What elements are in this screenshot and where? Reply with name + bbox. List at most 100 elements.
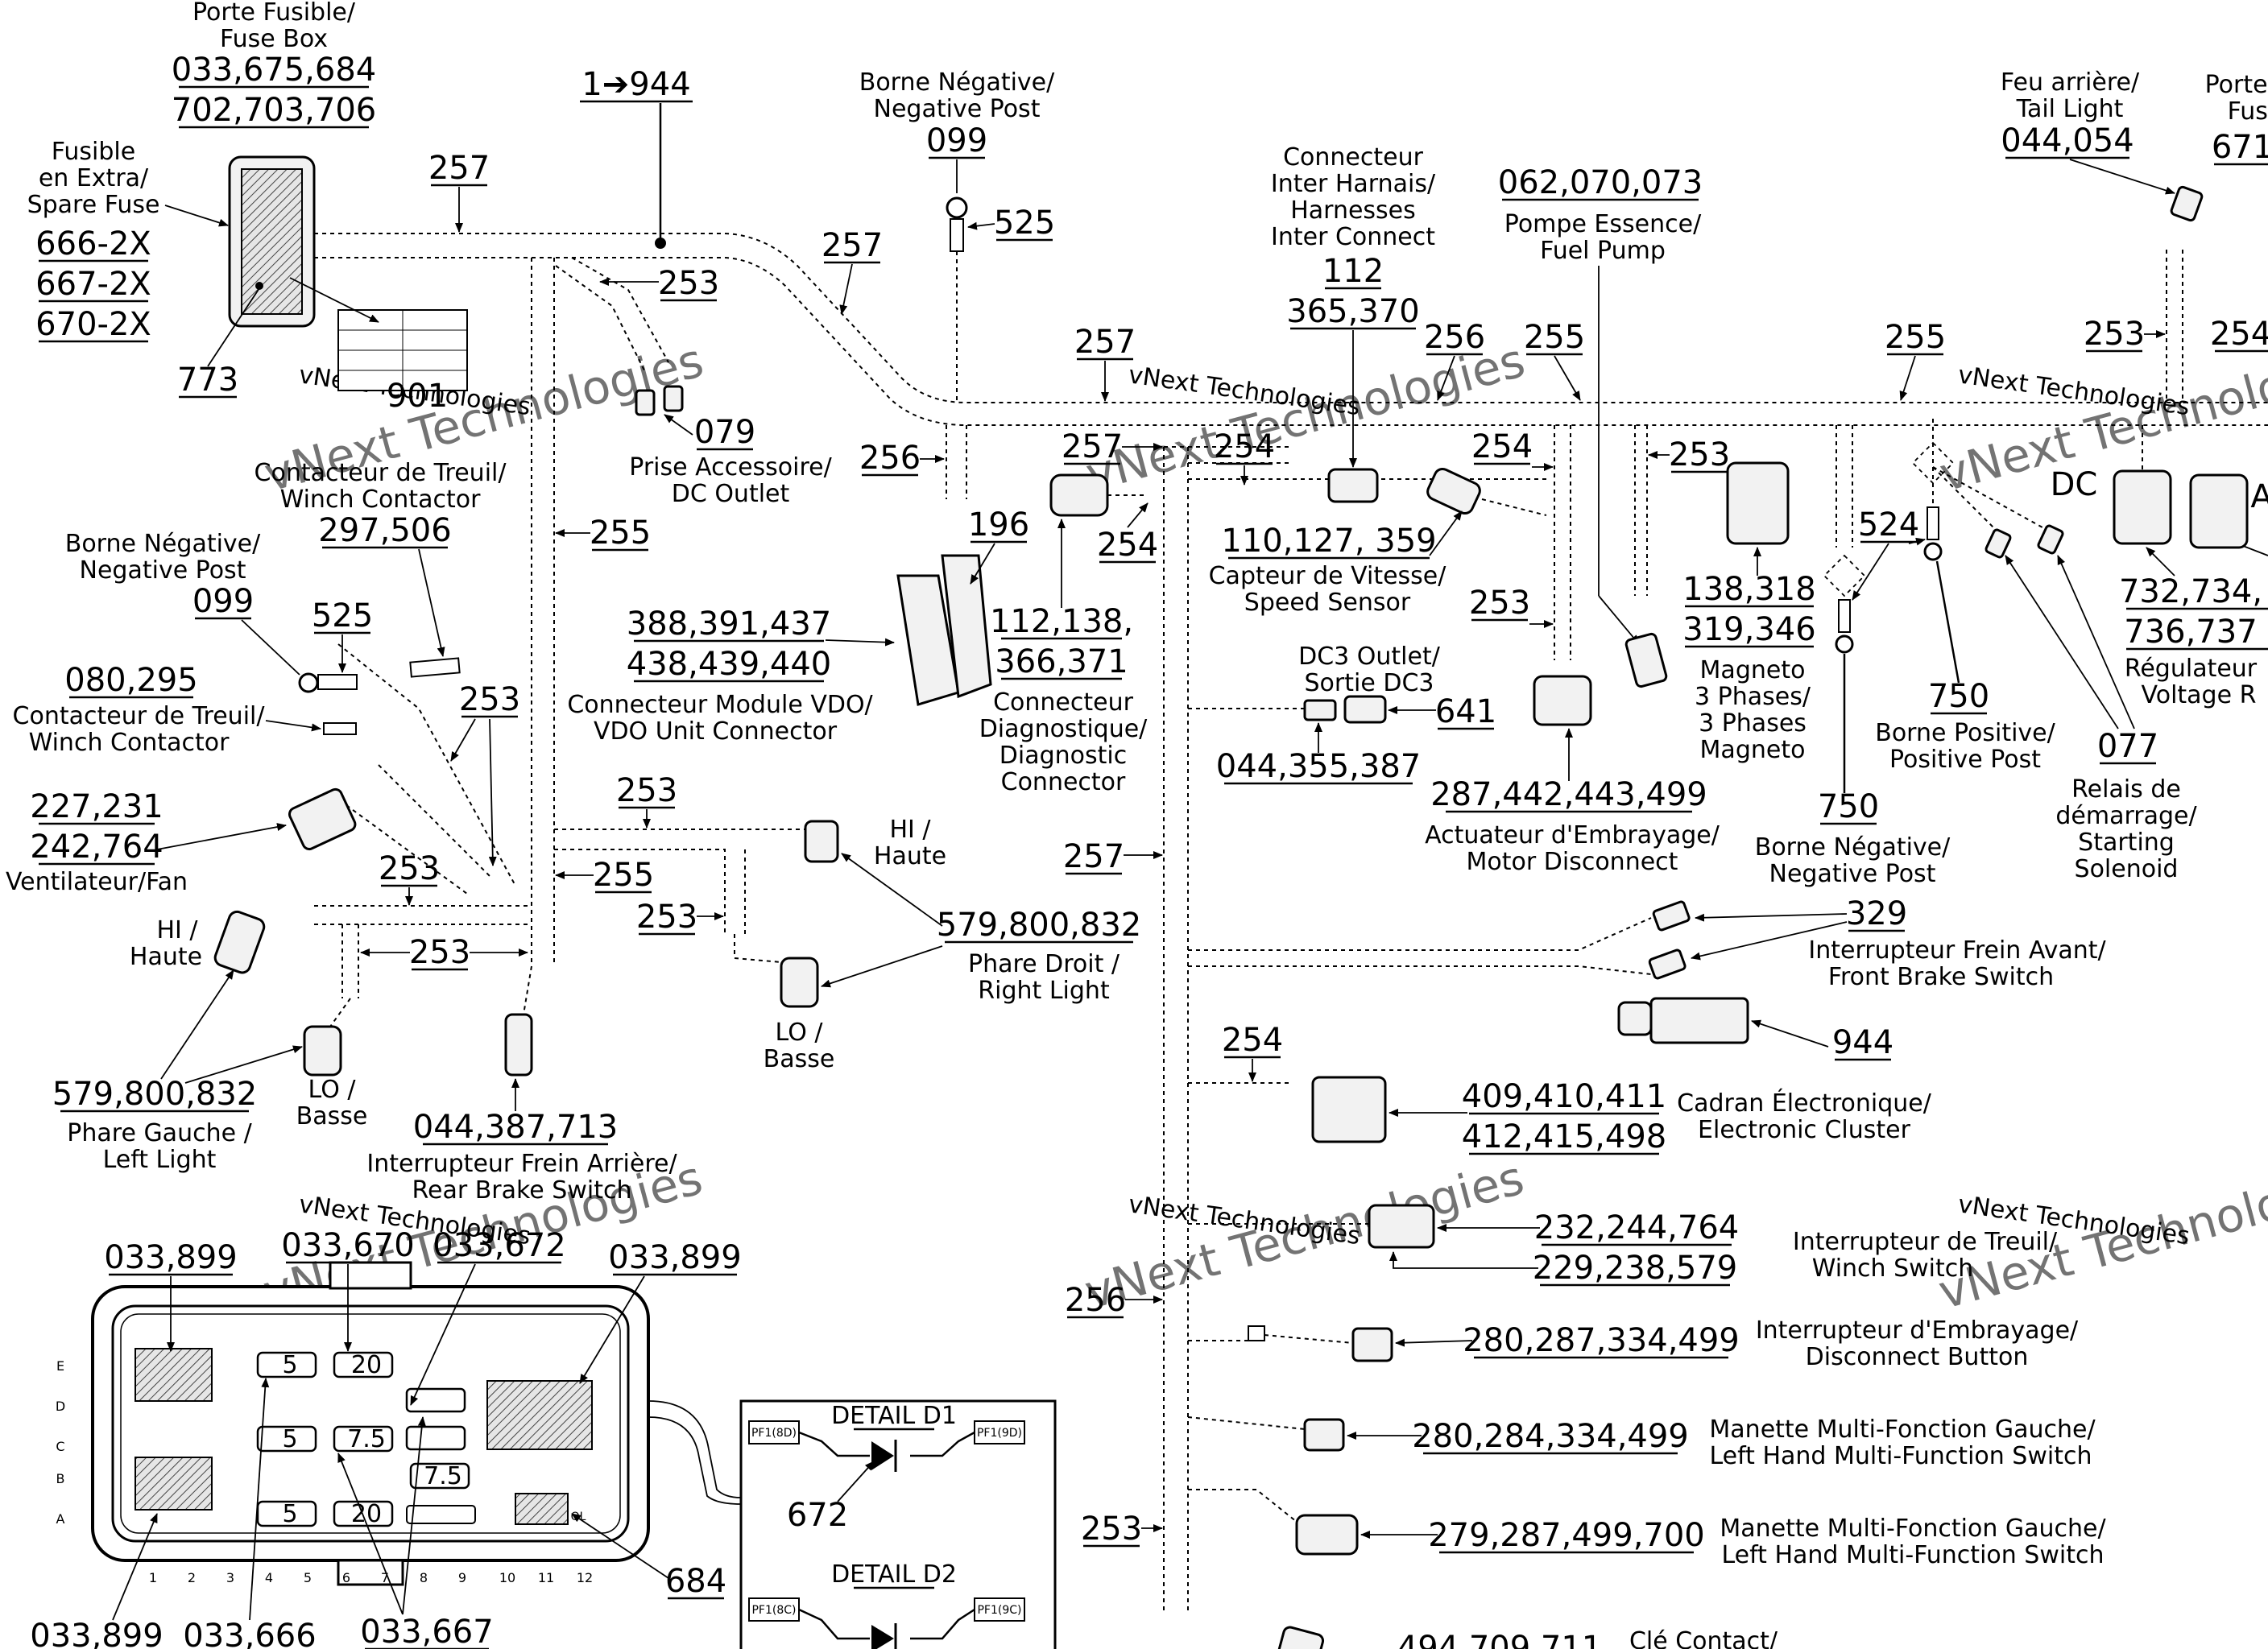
headlight-right-hi-1: HI / [889,816,931,844]
accessory-outlet-title-1: Prise Accessoire/ [629,453,832,481]
harness-label-525: 525 [994,205,1055,242]
lh-switch-1-title-2: Left Hand Multi-Function Switch [1710,1442,2092,1470]
fuse-panel-col-label: 2 [188,1570,196,1585]
fuse-panel-col-label: 11 [538,1570,554,1585]
detail-d1-title: DETAIL D1 [831,1402,957,1430]
headlight-left: HI / Haute LO / Basse 579,800,832 Phare … [52,910,367,1174]
magneto: 138,318 319,346 Magneto 3 Phases/ 3 Phas… [1682,461,1816,764]
fuel-pump-title-2: Fuel Pump [1540,237,1666,265]
harness-label-253: 253 [658,265,719,302]
harness-label-254: 254 [1097,527,1158,564]
harness-label-254: 254 [2210,316,2268,353]
fuse-panel-col-label: 3 [226,1570,234,1585]
diagnostic-connector-title-3: Diagnostic [999,742,1127,770]
voltage-regulator-part-1: 732,734, [2119,573,2262,610]
negative-post-right-title-2: Negative Post [1769,860,1936,888]
fuse-panel-part: 033,670 [281,1227,414,1264]
vdo-connector-part-2: 438,439,440 [627,646,831,683]
voltage-regulator-tag-a: A [2250,478,2268,515]
negative-post-right-part: 750 [1818,788,1879,825]
part-944: 944 [1617,997,1893,1061]
headlight-right: HI / Haute LO / Basse 579,800,832 Phare … [734,816,1141,1073]
fuse-panel-row-label: B [56,1471,65,1486]
inter-connect: Connecteur Inter Harnais/ Harnesses Inte… [1271,143,1436,503]
spare-fuse-part-2: 667-2X [35,266,151,303]
lh-switch-1-parts: 280,284,334,499 [1412,1418,1689,1455]
harness-label-253: 253 [459,681,520,718]
spare-fuse: Fusible en Extra/ Spare Fuse 666-2X 667-… [27,138,229,343]
headlight-right-lo-1: LO / [776,1019,824,1047]
negative-post-top-title-2: Negative Post [874,95,1041,123]
headlight-left-lo-plug [303,1025,342,1077]
vdo-connector-part-top: 196 [968,506,1029,543]
fuse-rating: 5 [282,1351,297,1379]
winch-contactor-upper-title-2: Winch Contactor [280,486,481,514]
headlight-left-hi-1: HI / [156,916,198,944]
winch-contactor-upper-parts: 297,506 [318,512,451,549]
lh-switch-1-title-1: Manette Multi-Fonction Gauche/ [1709,1415,2096,1444]
headlight-left-title-2: Left Light [103,1146,217,1174]
magneto-title-3: 3 Phases [1699,709,1807,738]
diagnostic-connector: 112,138, 366,371 Connecteur Diagnostique… [979,473,1148,796]
winch-switch-part-2: 229,238,579 [1533,1250,1737,1287]
lh-switch-2-title-2: Left Hand Multi-Function Switch [1722,1541,2105,1569]
fuse-panel-col-label: 5 [304,1570,312,1585]
diagnostic-connector-title-2: Diagnostique/ [979,715,1148,743]
ignition-key-parts: 494,709,711 [1397,1630,1602,1649]
headlight-right-parts: 579,800,832 [937,907,1141,944]
dc3-outlet-part: 641 [1435,693,1496,730]
detail-d1-left-pin: PF1(8D) [751,1427,797,1440]
fuse-panel-col-label: 12 [577,1570,593,1585]
vdo-connector-title-2: VDO Unit Connector [594,717,838,746]
spare-fuse-title-3: Spare Fuse [27,191,160,219]
fuse-box-parts-2: 702,703,706 [172,92,376,129]
harness-label-255: 255 [593,857,654,894]
vdo-connector: 196 388,391,437 438,439,440 Connecteur M… [567,506,1029,746]
positive-post-title-1: Borne Positive/ [1875,719,2055,747]
negative-post-left-title-1: Borne Négative/ [65,530,261,558]
tail-light-title-1: Feu arrière/ [2001,68,2140,97]
fuse-rating: 5 [282,1425,297,1453]
fuse-panel-col-label: 8 [420,1570,428,1585]
fuse-panel-part: 033,667 [360,1614,493,1649]
part-944-number: 944 [1832,1024,1893,1061]
starting-solenoid-part: 077 [2097,728,2158,765]
fuse-panel-part: 033,666 [183,1618,316,1649]
harness-label-253: 253 [1469,585,1530,622]
harness-routes [314,233,2268,1610]
vdo-connector-part-1: 388,391,437 [627,605,831,643]
fuse-box-right: Porte F Fuse 671 [2205,71,2268,166]
fuse-panel-part: 033,672 [432,1227,565,1264]
detail-d2-right-pin: PF1(9C) [977,1604,1021,1617]
headlight-right-lo-2: Basse [764,1045,835,1073]
fuse-panel-col-label: 1 [149,1570,157,1585]
fuse-panel-col-label: 4 [265,1570,273,1585]
rear-brake-switch-parts: 044,387,713 [413,1109,618,1146]
fuse-panel-col-label: 10 [499,1570,515,1585]
spare-fuse-title-1: Fusible [52,138,135,166]
fuse-panel-part-684: 684 [665,1563,726,1600]
harness-label-254: 254 [1214,428,1275,465]
fuse-box-title-2: Fuse Box [220,25,328,53]
fuse-box-right-title-2: Fuse [2228,97,2268,126]
tail-light-title-2: Tail Light [2016,95,2124,123]
winch-switch-title-2: Winch Switch [1812,1254,1974,1283]
fan-part-1: 227,231 [30,788,163,825]
accessory-outlet-title-2: DC Outlet [672,480,790,508]
harness-label-255: 255 [1524,319,1585,356]
fuse-panel-col-label: 6 [342,1570,350,1585]
disconnect-button-parts: 280,287,334,499 [1463,1322,1740,1359]
electronic-cluster-part-1: 409,410,411 [1462,1078,1666,1115]
speed-sensor-parts: 110,127, 359 [1221,523,1436,560]
fuse-panel-row-label: A [56,1511,65,1527]
magneto-title-2: 3 Phases/ [1695,683,1811,711]
inter-connect-title-1: Connecteur [1283,143,1424,172]
fuse-panel-col-label: 9 [458,1570,466,1585]
magneto-part-1: 138,318 [1682,571,1815,608]
harness-label-257: 257 [1063,838,1124,875]
spare-fuse-part-3: 670-2X [35,306,151,343]
diagnostic-connector-part-2: 366,371 [995,643,1128,680]
detail-box: DETAIL D1 PF1(8D) PF1(9D) 672 DETAIL D2 … [739,1399,1057,1649]
headlight-right-hi-plug [804,820,839,863]
inter-connect-part-a: 112 [1322,253,1384,290]
